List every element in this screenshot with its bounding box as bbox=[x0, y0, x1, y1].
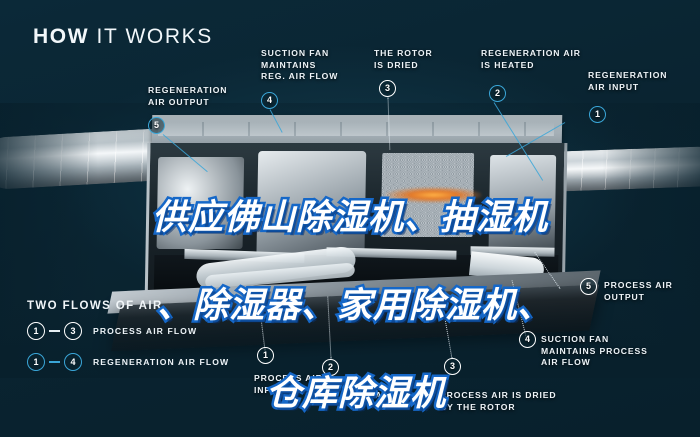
callout-process-air-dried: PROCESS AIR IS DRIED BY THE ROTOR bbox=[440, 390, 592, 413]
callout-line: FILTRATION bbox=[347, 390, 406, 400]
callout-regeneration-air-input: REGENERATION AIR INPUT bbox=[588, 70, 696, 93]
callout-filtration: FILTRATION bbox=[347, 390, 437, 402]
callout-line: AIR OUTPUT bbox=[148, 96, 210, 107]
callout-line: PROCESS AIR bbox=[604, 280, 673, 290]
promo-line-3: 仓库除湿机 bbox=[263, 372, 447, 417]
callout-line: BY THE ROTOR bbox=[440, 401, 516, 412]
page-title: HOW IT WORKS bbox=[33, 25, 213, 49]
title-rest: IT WORKS bbox=[89, 25, 213, 48]
legend-label: REGENERATION AIR FLOW bbox=[93, 357, 230, 367]
legend-marker-to: 4 bbox=[64, 353, 82, 371]
callout-line: THE ROTOR bbox=[374, 48, 433, 58]
callout-line: MAINTAINS bbox=[261, 59, 317, 70]
callout-line: INPUT bbox=[254, 384, 285, 395]
callout-line: SUCTION FAN bbox=[261, 48, 330, 58]
machine-top-panel bbox=[151, 115, 563, 145]
marker-2-regeneration-heated[interactable]: 2 bbox=[489, 85, 506, 102]
callout-line: REGENERATION bbox=[588, 70, 668, 80]
legend-marker-from: 1 bbox=[27, 322, 45, 340]
legend-label: PROCESS AIR FLOW bbox=[93, 326, 198, 336]
callout-line: OUTPUT bbox=[604, 291, 645, 302]
callout-line: PROCESS AIR bbox=[254, 373, 323, 383]
callout-line: REGENERATION bbox=[148, 85, 228, 95]
callout-suction-fan-process: SUCTION FAN MAINTAINS PROCESS AIR FLOW bbox=[541, 334, 691, 369]
legend-marker-from: 1 bbox=[27, 353, 45, 371]
callout-rotor-is-dried: THE ROTOR IS DRIED bbox=[374, 48, 478, 71]
marker-4-suction-fan-regeneration[interactable]: 4 bbox=[261, 92, 278, 109]
legend-row-process-air-flow: 1 3 PROCESS AIR FLOW bbox=[27, 322, 197, 340]
marker-1-regeneration-input[interactable]: 1 bbox=[589, 106, 606, 123]
callout-process-air-input: PROCESS AIR INPUT bbox=[254, 373, 358, 396]
legend-title: TWO FLOWS OF AIR bbox=[27, 300, 163, 312]
callout-line: REGENERATION AIR bbox=[481, 48, 581, 58]
callout-line: PROCESS AIR IS DRIED bbox=[440, 390, 557, 400]
legend-row-regeneration-air-flow: 1 4 REGENERATION AIR FLOW bbox=[27, 353, 229, 371]
marker-4-suction-fan-process[interactable]: 4 bbox=[519, 331, 536, 348]
marker-1-process-input[interactable]: 1 bbox=[257, 347, 274, 364]
title-bold: HOW bbox=[33, 25, 90, 48]
promo-line-1: 供应佛山除湿机、抽湿机 bbox=[149, 196, 549, 241]
callout-process-air-output: PROCESS AIR OUTPUT bbox=[604, 280, 696, 303]
callout-line: IS HEATED bbox=[481, 59, 535, 70]
marker-5-process-output[interactable]: 5 bbox=[580, 278, 597, 295]
callout-regeneration-air-heated: REGENERATION AIR IS HEATED bbox=[481, 48, 603, 71]
marker-3-process-dried[interactable]: 3 bbox=[444, 358, 461, 375]
callout-line: REG. AIR FLOW bbox=[261, 71, 339, 81]
callout-regeneration-air-output: REGENERATION AIR OUTPUT bbox=[148, 85, 258, 108]
legend-dash bbox=[49, 330, 60, 332]
promo-line-2: 、除湿器、家用除湿机、 bbox=[154, 284, 554, 329]
callout-line: AIR FLOW bbox=[541, 357, 591, 367]
callout-suction-fan-regeneration: SUCTION FAN MAINTAINS REG. AIR FLOW bbox=[261, 48, 373, 83]
callout-line: AIR INPUT bbox=[588, 81, 640, 92]
chinese-promo-overlay: 供应佛山除湿机、抽湿机 、除湿器、家用除湿机、 仓库除湿机 bbox=[0, 152, 700, 437]
marker-3-rotor-dried[interactable]: 3 bbox=[379, 80, 396, 97]
callout-line: MAINTAINS PROCESS bbox=[541, 345, 648, 356]
marker-5-regeneration-output[interactable]: 5 bbox=[148, 117, 165, 134]
marker-2-filtration[interactable]: 2 bbox=[322, 359, 339, 376]
callout-line: SUCTION FAN bbox=[541, 334, 610, 344]
legend-dash bbox=[49, 361, 60, 363]
legend-marker-to: 3 bbox=[64, 322, 82, 340]
callout-line: IS DRIED bbox=[374, 59, 419, 70]
